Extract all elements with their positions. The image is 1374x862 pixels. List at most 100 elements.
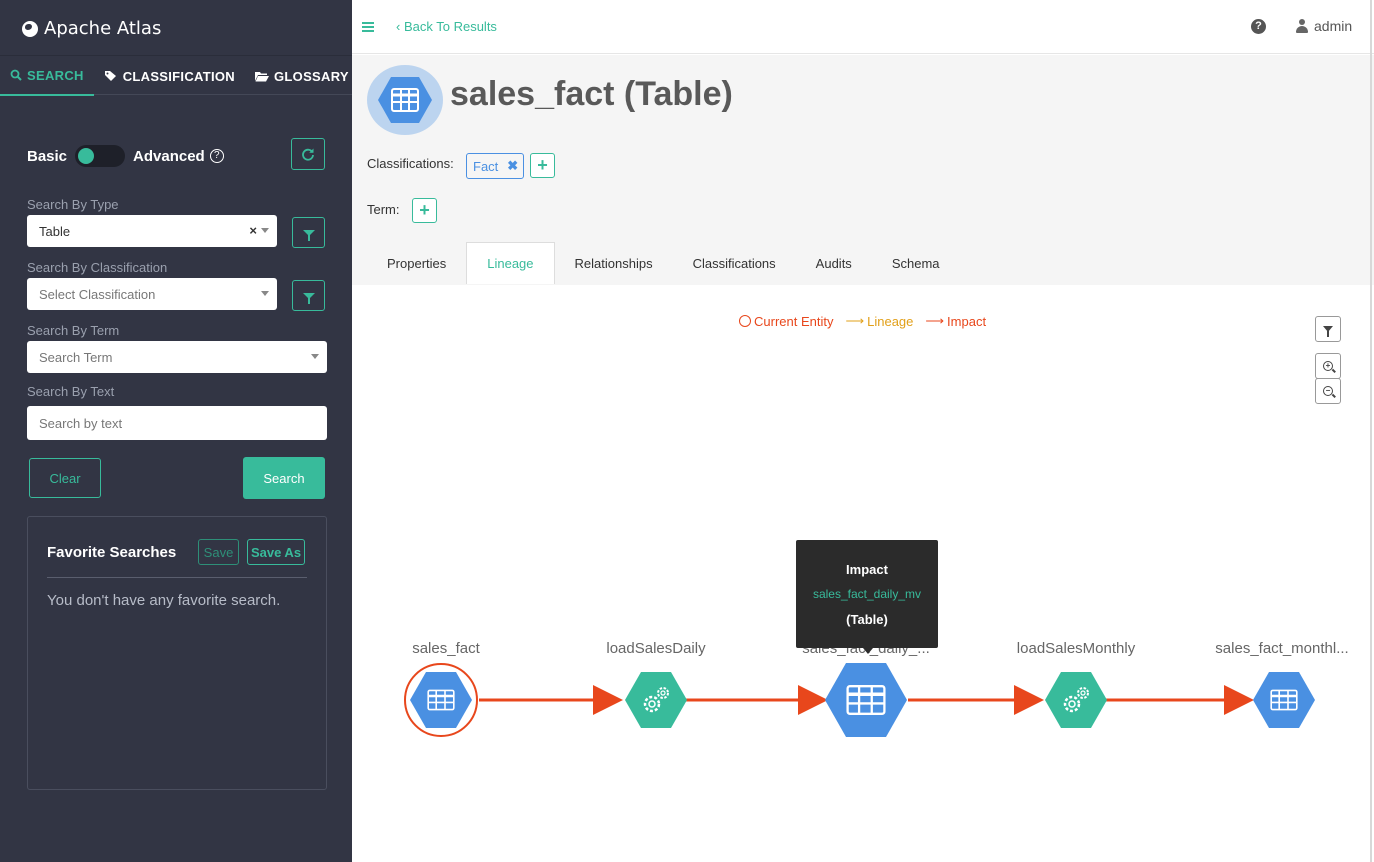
refresh-button[interactable] [291,138,325,170]
tab-classification-label: CLASSIFICATION [122,68,235,84]
back-to-results-link[interactable]: ‹ Back To Results [396,19,497,34]
tab-search-label: SEARCH [27,67,84,83]
classification-label: Search By Classification [27,260,168,275]
lineage-node-process[interactable] [625,672,687,728]
tab-lineage[interactable]: Lineage [466,242,555,284]
search-mode-switch[interactable] [75,145,126,167]
node-label: loadSalesDaily [606,640,706,657]
lineage-node-table[interactable] [1253,672,1315,728]
zoom-out-button[interactable]: − [1315,378,1341,404]
arrow-right-icon: ⟶ [925,313,945,328]
lineage-node-table-hovered[interactable] [825,663,907,737]
text-search-label: Search By Text [27,384,115,399]
entity-header: sales_fact (Table) Classifications: Fact… [352,55,1374,285]
term-field-label: Term: [367,202,400,217]
lineage-graph: sales_fact loadSalesDaily sales_fact_dai… [404,640,1349,737]
legend-impact: ⟶ Impact [925,313,986,329]
save-as-button[interactable]: Save As [247,539,305,565]
zoom-in-button[interactable]: + [1315,353,1341,379]
plus-icon: + [537,155,548,175]
brand[interactable]: Apache Atlas [22,18,161,39]
advanced-label: Advanced [133,147,205,165]
help-icon[interactable]: ? [1251,19,1266,34]
term-placeholder: Search Term [39,349,113,365]
add-term-button[interactable]: + [412,198,437,223]
user-menu[interactable]: admin [1296,18,1352,34]
entity-icon [367,65,443,135]
table-icon [378,77,432,123]
legend-current-label: Current Entity [754,313,834,329]
node-label: sales_fact_monthl... [1215,640,1348,657]
lineage-legend: Current Entity ⟶ Lineage ⟶ Impact [739,313,986,329]
top-bar: ‹ Back To Results ? admin [352,0,1374,54]
back-to-results-label: Back To Results [403,19,497,34]
tooltip-arrow [863,648,873,654]
circle-icon [739,315,751,327]
classification-tag[interactable]: Fact ✖ [466,153,524,179]
type-label: Search By Type [27,197,119,212]
switch-knob [78,148,95,164]
tab-glossary[interactable]: GLOSSARY [245,56,359,96]
lineage-filter-button[interactable] [1315,316,1341,342]
tag-icon [104,71,116,81]
type-select[interactable]: Table × [27,215,277,247]
window-edge [1370,0,1372,862]
legend-current-entity: Current Entity [739,313,833,329]
user-name: admin [1314,18,1353,34]
divider [47,577,307,578]
entity-tabs: Properties Lineage Relationships Classif… [367,242,960,284]
filter-icon [1323,326,1333,337]
tab-search[interactable]: SEARCH [0,56,94,96]
menu-icon[interactable] [362,22,374,32]
clear-button[interactable]: Clear [29,458,101,498]
brand-name: Apache Atlas [44,18,162,39]
question-circle-icon[interactable]: ? [209,149,224,163]
term-label: Search By Term [27,323,120,338]
search-button[interactable]: Search [243,457,325,499]
classification-filter-button[interactable] [292,280,325,311]
sidebar-tabs: SEARCH CLASSIFICATION GLOSSARY [0,55,352,96]
legend-lineage-label: Lineage [867,313,914,329]
tab-glossary-label: GLOSSARY [274,68,349,84]
tooltip-title: Impact [846,562,888,577]
classification-placeholder: Select Classification [39,286,156,302]
type-select-value: Table [39,223,71,239]
legend-impact-label: Impact [947,313,987,329]
plus-icon: + [419,200,430,220]
lineage-node-table-current[interactable] [404,663,478,737]
term-select[interactable]: Search Term [27,341,327,373]
save-button[interactable]: Save [198,539,239,565]
chevron-down-icon [261,228,269,233]
add-classification-button[interactable]: + [530,153,555,178]
chevron-left-icon: ‹ [396,19,401,34]
close-icon[interactable]: ✖ [507,158,519,173]
text-search-input[interactable] [27,406,327,440]
tab-properties[interactable]: Properties [387,255,447,271]
node-label: sales_fact [412,640,480,657]
folder-open-icon [255,71,269,81]
search-mode-toggle-row: Basic Advanced ? [27,140,325,172]
sidebar: Apache Atlas SEARCH CLASSIFICATION GLOSS… [0,0,352,862]
tab-classifications[interactable]: Classifications [692,255,776,271]
tab-audits[interactable]: Audits [815,255,852,271]
chevron-down-icon [261,291,269,296]
user-icon [1296,19,1308,33]
page-title: sales_fact (Table) [450,75,733,113]
arrow-right-icon: ⟶ [845,313,865,328]
tab-relationships[interactable]: Relationships [574,255,653,271]
refresh-icon [302,148,314,161]
zoom-in-icon: + [1323,361,1333,371]
legend-lineage: ⟶ Lineage [845,313,913,329]
tab-classification[interactable]: CLASSIFICATION [94,56,245,96]
lineage-node-process[interactable] [1045,672,1107,728]
type-filter-button[interactable] [292,217,325,248]
search-icon [10,69,22,81]
filter-icon [302,229,315,241]
classifications-label: Classifications: [367,156,454,171]
tooltip-entity-name[interactable]: sales_fact_daily_mv [812,587,922,601]
classification-select[interactable]: Select Classification [27,278,277,310]
globe-icon [22,20,38,37]
clear-selection-icon[interactable]: × [249,223,257,238]
chevron-down-icon [311,354,319,359]
tab-schema[interactable]: Schema [891,255,940,271]
